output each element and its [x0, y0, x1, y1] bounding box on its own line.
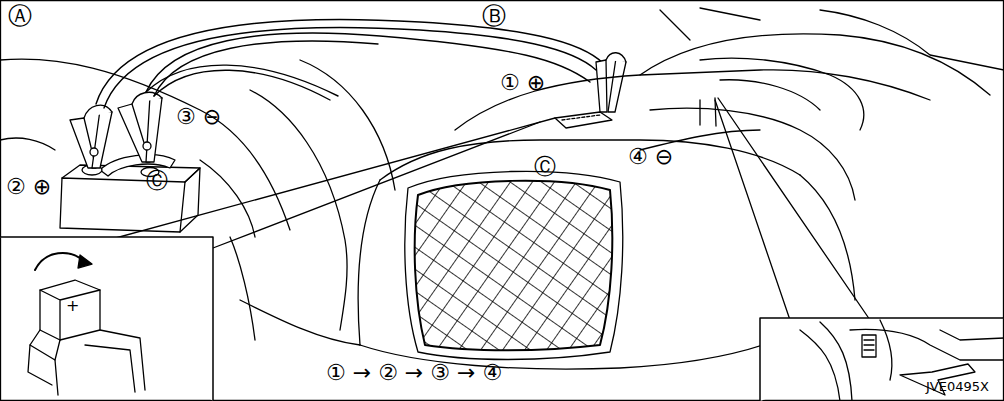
- part-letter: Ⓑ: [482, 4, 506, 28]
- grille: [405, 171, 623, 359]
- callout-number: ④ ⊖: [628, 146, 673, 168]
- leader-line: [715, 100, 790, 320]
- terminal-sign: +: [66, 298, 79, 314]
- clamp: [596, 53, 626, 112]
- vehicle-b: [240, 8, 1004, 369]
- part-letter: Ⓐ: [8, 4, 32, 28]
- order-sequence: ① → ② → ③ → ④: [326, 362, 502, 384]
- terminal-cover: [28, 253, 145, 395]
- figure-code: JVE0495X: [926, 380, 989, 393]
- leader-line: [213, 122, 540, 248]
- inset-frame: [760, 318, 1004, 401]
- part-letter: Ⓒ: [534, 156, 556, 178]
- terminal-b: [555, 112, 612, 128]
- inset-frame: [0, 237, 213, 401]
- callout-number: ③ ⊖: [176, 106, 221, 128]
- clamp: [70, 92, 162, 168]
- leader-line: [90, 118, 555, 245]
- callout-number: ① ⊕: [500, 72, 545, 94]
- callout-number: ② ⊕: [6, 176, 51, 198]
- jumper-cable: [96, 19, 604, 108]
- ground-point: [800, 320, 1004, 401]
- part-letter: Ⓒ: [146, 170, 168, 192]
- leader-line: [718, 98, 870, 320]
